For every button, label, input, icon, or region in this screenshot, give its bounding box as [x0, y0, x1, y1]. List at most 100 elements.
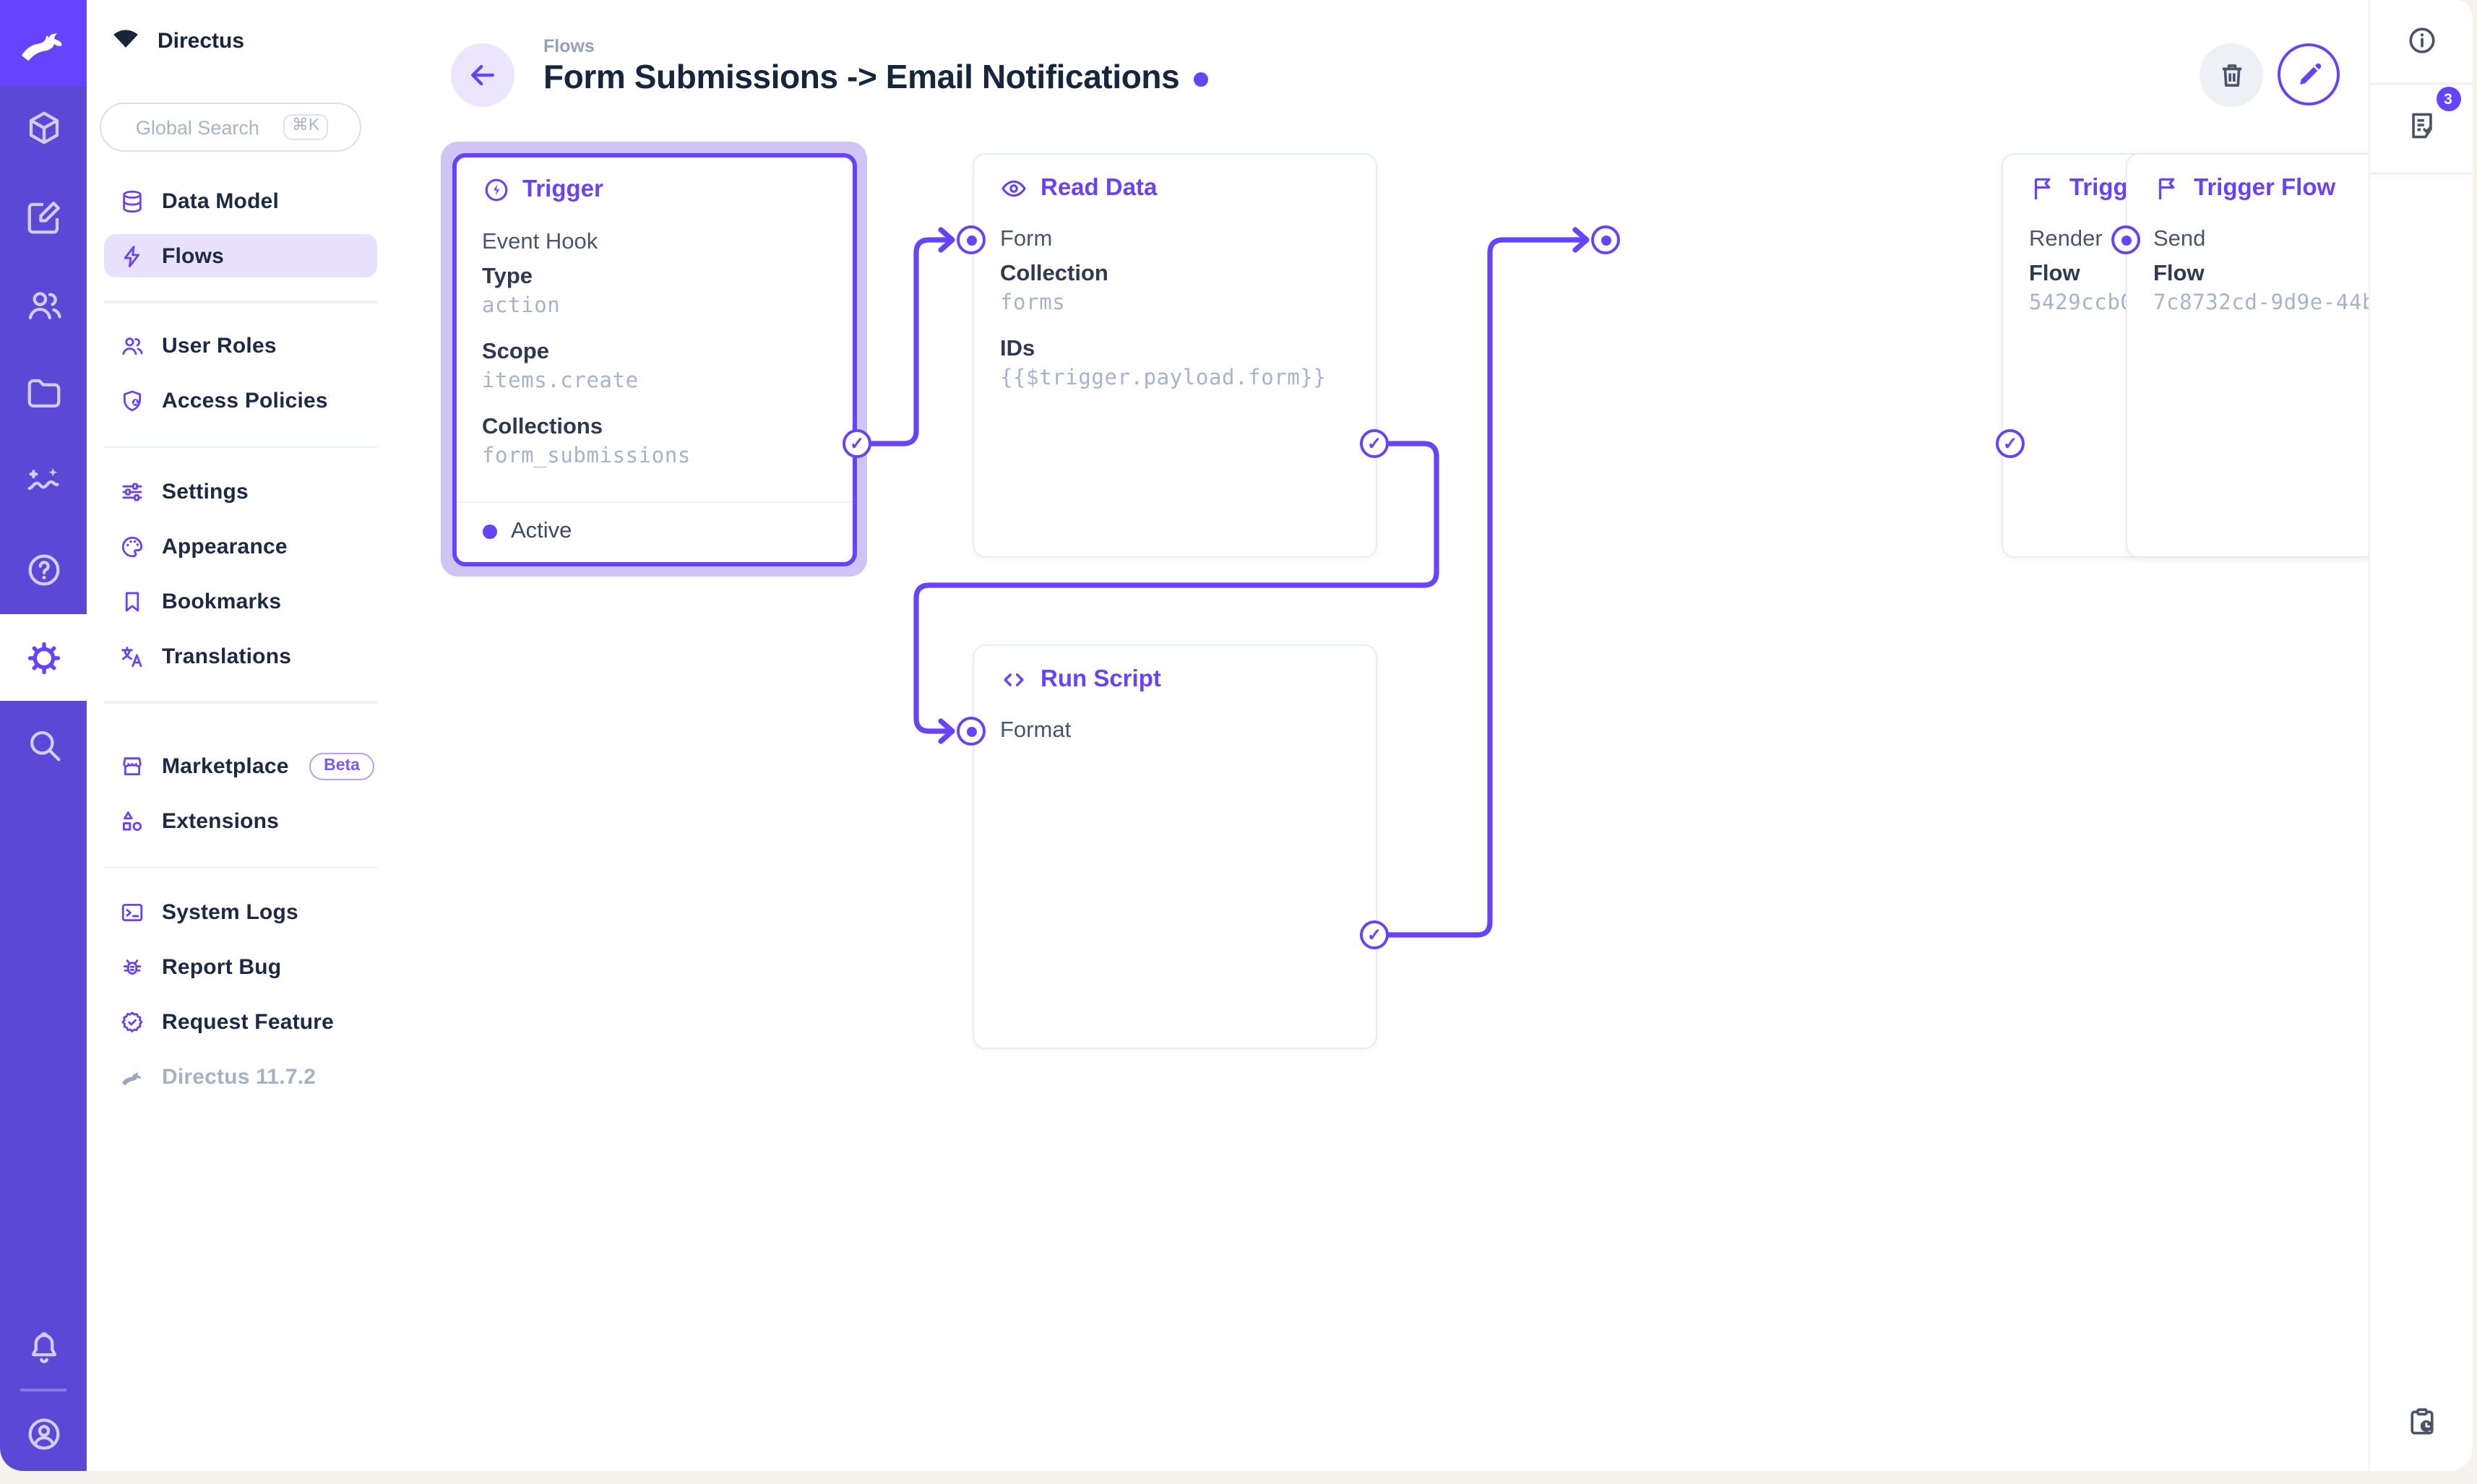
- search-module-button[interactable]: [12, 712, 75, 776]
- node-read-data-header: Read Data: [974, 155, 1376, 202]
- gear-icon: [27, 641, 60, 674]
- field: IDs {{$trigger.payload.form}}: [1000, 337, 1327, 390]
- nav-item-translations[interactable]: Translations: [87, 629, 395, 683]
- nav-item-data-model[interactable]: Data Model: [87, 173, 395, 228]
- right-sidebar: 3: [2369, 0, 2473, 1471]
- storefront-icon: [120, 754, 145, 779]
- account-button[interactable]: [12, 1402, 75, 1465]
- breadcrumb[interactable]: Flows: [543, 36, 595, 56]
- node-run-script-header: Run Script: [974, 646, 1376, 694]
- title-row: Form Submissions -> Email Notifications: [543, 58, 1209, 97]
- help-icon: [27, 553, 59, 585]
- back-button[interactable]: [451, 43, 514, 107]
- active-dot: [482, 525, 496, 539]
- project-name: Directus: [158, 28, 245, 53]
- output-port-read-data[interactable]: ✓: [1360, 429, 1389, 458]
- node-run-script[interactable]: Run Script Format: [973, 644, 1377, 1049]
- search-input[interactable]: [132, 115, 272, 139]
- search-icon: [29, 730, 60, 761]
- account-circle-icon: [27, 1418, 59, 1449]
- terminal-icon: [120, 900, 145, 924]
- info-icon: [2408, 27, 2434, 53]
- code-icon: [1004, 673, 1024, 686]
- field: Flow 7c8732cd-9d9e-44be: [2153, 262, 2369, 315]
- translate-icon: [120, 644, 145, 668]
- trigger-status: Active: [456, 501, 852, 561]
- nav-item-marketplace[interactable]: Marketplace Beta: [87, 739, 395, 794]
- editor-module-button[interactable]: [12, 185, 75, 249]
- pending-revisions-button[interactable]: [2392, 1393, 2450, 1451]
- nav-item-request-feature[interactable]: Request Feature: [87, 994, 395, 1049]
- project-header[interactable]: Directus: [87, 17, 395, 64]
- nav-item-flows[interactable]: Flows: [87, 228, 395, 283]
- info-button[interactable]: [2392, 12, 2450, 69]
- pencil-icon: [2299, 62, 2321, 84]
- nav-divider: [104, 866, 377, 868]
- edit-square-icon: [27, 201, 59, 233]
- palette-icon: [120, 534, 145, 558]
- users-icon: [27, 291, 61, 319]
- nav-item-appearance[interactable]: Appearance: [87, 519, 395, 574]
- content-module-button[interactable]: [12, 95, 75, 159]
- node-trigger[interactable]: Trigger Event Hook Type action Scope ite…: [452, 152, 856, 566]
- eye-icon: [1001, 179, 1026, 197]
- wire-arrow: [938, 718, 955, 744]
- sidebar-divider: [2370, 82, 2473, 85]
- user-roles-icon: [120, 334, 145, 358]
- sidebar-divider: [2370, 172, 2473, 174]
- nav-item-access-policies[interactable]: Access Policies: [87, 374, 395, 428]
- output-port-run-script[interactable]: ✓: [1360, 920, 1389, 949]
- notifications-button[interactable]: [12, 1315, 75, 1379]
- input-port-read-data[interactable]: [957, 225, 986, 254]
- arrow-left-icon: [471, 64, 494, 86]
- files-module-button[interactable]: [12, 361, 75, 425]
- edit-flow-button[interactable]: [2278, 43, 2340, 105]
- directus-rabbit-gray-icon: [120, 1064, 145, 1089]
- field: Scope items.create: [482, 339, 639, 392]
- logs-button[interactable]: 3: [2392, 87, 2460, 155]
- unsaved-indicator-dot: [1194, 72, 1209, 87]
- flow-canvas[interactable]: Flows Form Submissions -> Email Notifica…: [395, 0, 2369, 1471]
- bolt-icon: [120, 243, 145, 268]
- page-title: Form Submissions -> Email Notifications: [543, 58, 1180, 95]
- wire-run-script-to-trigger-flow-render: [1386, 237, 1588, 938]
- notices-count-badge: 3: [2436, 87, 2460, 111]
- node-read-data[interactable]: Read Data Form Collection forms IDs {{$t…: [973, 153, 1377, 558]
- wire-trigger-to-read-data: [869, 237, 954, 447]
- seal-check-icon: [120, 1009, 145, 1034]
- settings-module-active-tile: [0, 614, 87, 701]
- module-bar-divider: [20, 1389, 66, 1392]
- shapes-icon: [120, 809, 145, 834]
- output-port-trigger-flow-render[interactable]: ✓: [1996, 429, 2025, 458]
- sliders-icon: [120, 479, 145, 504]
- panel-name: Event Hook: [482, 229, 598, 254]
- trash-icon: [2221, 64, 2241, 86]
- shield-user-icon: [120, 389, 145, 413]
- nav-item-bookmarks[interactable]: Bookmarks: [87, 574, 395, 629]
- bookmark-icon: [120, 589, 145, 613]
- global-search[interactable]: ⌘K: [100, 103, 361, 152]
- folder-icon: [27, 378, 60, 407]
- node-trigger-flow-send[interactable]: Trigger Flow Send Flow 7c8732cd-9d9e-44b…: [2126, 153, 2369, 558]
- docs-module-button[interactable]: [12, 538, 75, 601]
- nav-divider: [104, 701, 377, 703]
- input-port-trigger-flow-render[interactable]: [1591, 225, 1620, 254]
- beta-badge: Beta: [309, 753, 374, 780]
- nav-item-system-logs[interactable]: System Logs: [87, 884, 395, 939]
- selection-halo: Trigger Event Hook Type action Scope ite…: [441, 142, 867, 577]
- input-port-trigger-flow-send[interactable]: [2111, 225, 2140, 254]
- directus-logo-tile[interactable]: [0, 0, 87, 87]
- delete-flow-button[interactable]: [2200, 43, 2263, 107]
- users-module-button[interactable]: [12, 273, 75, 337]
- nav-item-user-roles[interactable]: User Roles: [87, 319, 395, 374]
- nav-item-settings[interactable]: Settings: [87, 464, 395, 519]
- settings-module-button[interactable]: [12, 626, 75, 689]
- insights-module-button[interactable]: [12, 449, 75, 513]
- nav-divider: [104, 446, 377, 448]
- nav-item-report-bug[interactable]: Report Bug: [87, 939, 395, 994]
- input-port-run-script[interactable]: [957, 717, 986, 746]
- panel-name: Render: [2029, 227, 2103, 251]
- nav-item-extensions[interactable]: Extensions: [87, 794, 395, 849]
- output-port-trigger[interactable]: ✓: [843, 429, 871, 458]
